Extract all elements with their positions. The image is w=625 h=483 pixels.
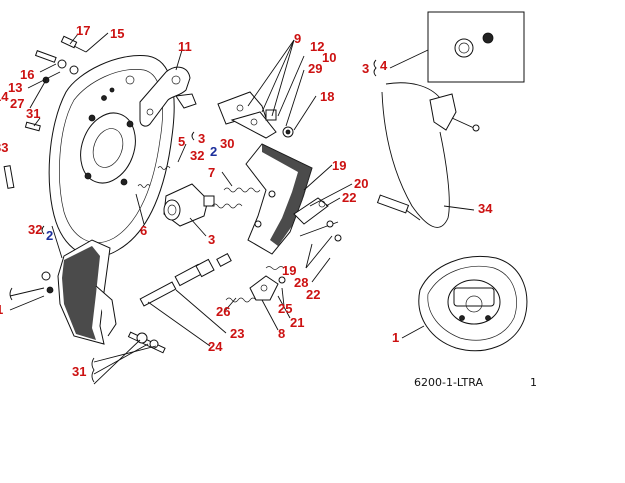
label-14: 14	[0, 89, 9, 104]
diagram-code-caption: 6200-1-LTRA	[414, 376, 483, 389]
label-11: 11	[178, 39, 192, 54]
label-33: 33	[0, 140, 8, 155]
label-1-left: 1	[0, 302, 3, 317]
parking-brake-cable	[376, 82, 480, 228]
label-17: 17	[76, 23, 90, 38]
label-32-a: 32	[190, 148, 204, 163]
label-23: 23	[230, 326, 244, 341]
label-5: 5	[178, 134, 185, 149]
label-27: 27	[10, 96, 24, 111]
callout-labels: 17 15 16 13 14 27 31 33 11 9 12 10 29 18…	[0, 23, 493, 379]
page-number: 1	[530, 376, 537, 389]
label-32-b: 32	[28, 222, 42, 237]
label-7: 7	[208, 165, 215, 180]
label-16: 16	[20, 67, 34, 82]
label-31-top: 31	[26, 106, 40, 121]
label-13: 13	[8, 80, 22, 95]
self-adjuster	[293, 197, 342, 242]
return-springs	[137, 166, 261, 209]
bracket-marks	[9, 59, 377, 383]
label-3-c: 3	[362, 61, 369, 76]
label-29: 29	[308, 61, 322, 76]
label-3-a: 3	[198, 131, 205, 146]
label-2-a: 2	[210, 144, 217, 159]
label-20: 20	[354, 176, 368, 191]
label-25: 25	[278, 301, 292, 316]
bolts-top-left	[3, 35, 87, 189]
label-19-b: 19	[282, 263, 296, 278]
lever-arm	[139, 66, 197, 127]
label-18: 18	[320, 89, 334, 104]
brake-shoe-upper	[245, 143, 313, 255]
label-30: 30	[220, 136, 234, 151]
wheel-cylinder	[163, 183, 215, 227]
adjuster-screw	[139, 252, 257, 307]
label-10: 10	[322, 50, 336, 65]
label-19-a: 19	[332, 158, 346, 173]
label-28: 28	[294, 275, 308, 290]
label-6: 6	[140, 223, 147, 238]
label-4: 4	[380, 58, 388, 73]
leader-lines	[9, 32, 475, 385]
label-22-a: 22	[342, 190, 356, 205]
complete-brake-assembly	[418, 256, 528, 352]
hold-down-pin	[127, 331, 166, 354]
adjuster-lever	[249, 266, 286, 301]
label-8: 8	[278, 326, 285, 341]
brake-shoe-lower	[41, 239, 117, 345]
label-15: 15	[110, 26, 124, 41]
label-31-bottom: 31	[72, 364, 86, 379]
inset-box-hub-caps	[427, 11, 525, 83]
label-3-b: 3	[208, 232, 215, 247]
label-12: 12	[310, 39, 324, 54]
label-26: 26	[216, 304, 230, 319]
label-9: 9	[294, 31, 301, 46]
parking-bracket	[217, 91, 294, 139]
label-21: 21	[290, 315, 304, 330]
label-34: 34	[478, 201, 493, 216]
label-22-b: 22	[306, 287, 320, 302]
label-24: 24	[208, 339, 223, 354]
label-1-right: 1	[392, 330, 399, 345]
label-2-b: 2	[46, 228, 53, 243]
